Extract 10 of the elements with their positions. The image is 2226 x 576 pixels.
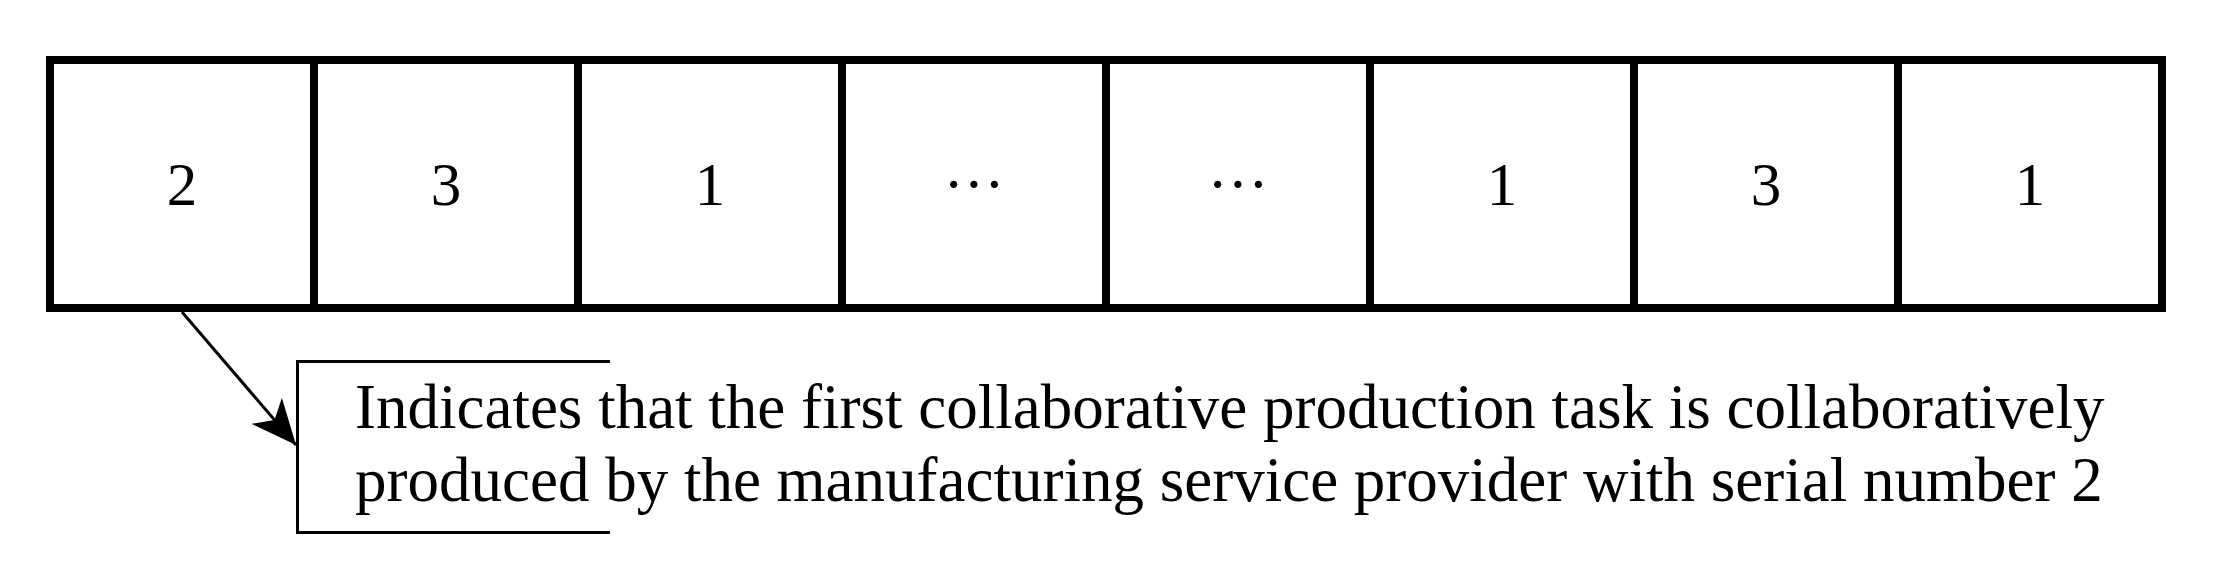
- cell-number: 3: [430, 153, 462, 215]
- cell-number: 1: [694, 153, 726, 215]
- cell-number: 2: [166, 153, 198, 215]
- cell-number: 3: [1750, 153, 1782, 215]
- annotation-text: Indicates that the first collaborative production task is collaboratively produced by the manufacturing service provider with serial number 2: [355, 371, 2106, 517]
- arrow: [180, 311, 298, 446]
- cell-number: ···: [1207, 153, 1269, 215]
- cell-number: 1: [1486, 153, 1518, 215]
- cell-number: 1: [2014, 153, 2046, 215]
- cell-number: ···: [943, 153, 1005, 215]
